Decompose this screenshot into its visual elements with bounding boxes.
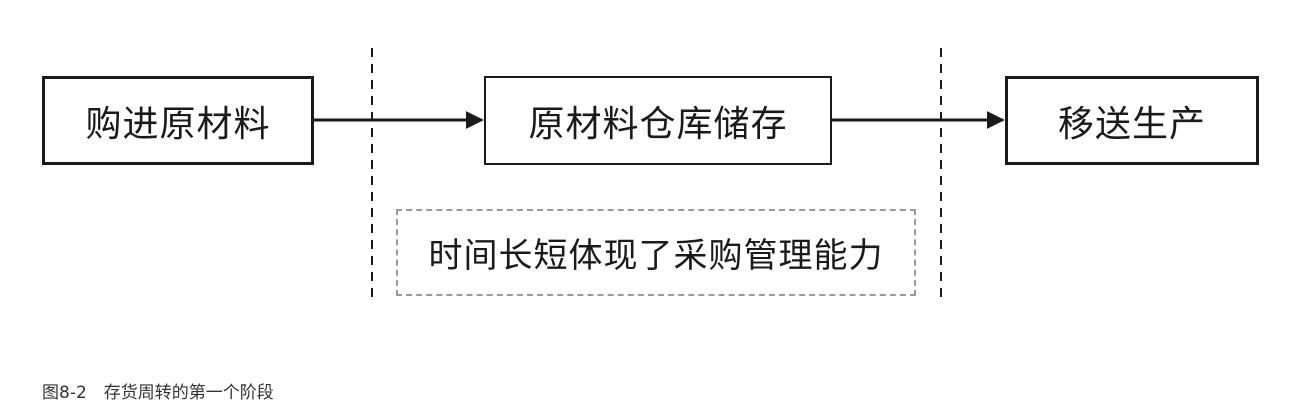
figure-caption: 图8-2 存货周转的第一个阶段 [42,383,274,403]
duration-note-text: 时间长短体现了采购管理能力 [428,236,884,276]
node-purchase-materials: 购进原材料 [42,76,314,165]
duration-note: 时间长短体现了采购管理能力 [396,209,916,296]
node-send-to-production: 移送生产 [1005,76,1259,165]
node-storage-label: 原材料仓库储存 [528,103,788,145]
node-production-label: 移送生产 [1057,103,1206,145]
node-purchase-label: 购进原材料 [85,103,271,145]
node-warehouse-storage: 原材料仓库储存 [484,76,832,165]
